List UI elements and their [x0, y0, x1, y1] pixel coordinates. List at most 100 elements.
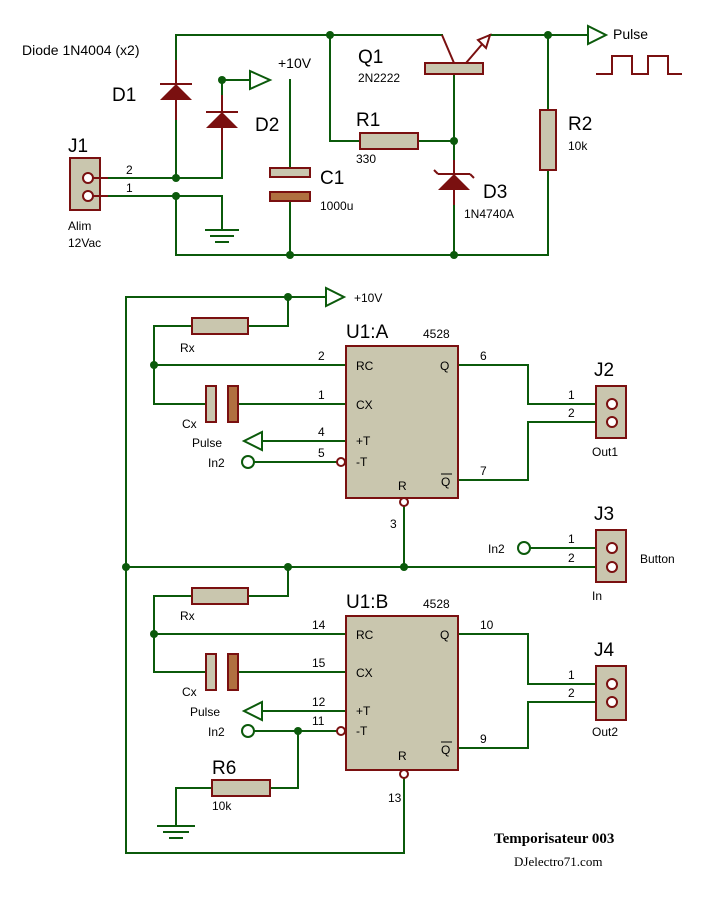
pulse-label: Pulse: [613, 26, 648, 42]
r2-label: R2: [568, 114, 592, 135]
capacitor-cx-b: [205, 653, 239, 691]
c1-label: C1: [320, 168, 344, 189]
cx-b-label: Cx: [182, 685, 197, 699]
capacitor-cx-a: [205, 385, 239, 423]
inverting-bubble-icon: [336, 726, 346, 736]
resistor-r2: [539, 109, 557, 171]
reset-bubble-icon: [399, 769, 409, 779]
r1-value: 330: [356, 152, 376, 166]
j3-sub: In: [592, 589, 602, 603]
ground-icon: [205, 229, 239, 243]
d2-label: D2: [255, 115, 279, 136]
pin-tp-a: +T: [356, 434, 371, 448]
j1-pin1: 1: [126, 181, 133, 195]
power-arrow-icon: [249, 69, 273, 91]
pin-num-4: 4: [318, 425, 325, 439]
r6-label: R6: [212, 758, 236, 779]
pin-qbar-b: Q: [441, 743, 450, 757]
chip-b-part: 4528: [423, 597, 450, 611]
j3-pin2: 2: [568, 551, 575, 565]
r6-value: 10k: [212, 799, 232, 813]
q1-label: Q1: [358, 47, 383, 68]
site-credit: DJelectro71.com: [514, 854, 602, 869]
pin-num-13: 13: [388, 791, 402, 805]
pin-num-10: 10: [480, 618, 494, 632]
pin-num-7: 7: [480, 464, 487, 478]
pin-num-14: 14: [312, 618, 326, 632]
pin-num-9: 9: [480, 732, 487, 746]
resistor-r6: [211, 779, 271, 797]
diode-d2: [206, 95, 238, 150]
in2-a-label: In2: [208, 456, 225, 470]
pin-num-11: 11: [312, 714, 325, 728]
j3-label: J3: [594, 504, 614, 525]
pin-num-1: 1: [318, 388, 325, 402]
ground-icon: [157, 825, 195, 839]
j1-sub2: 12Vac: [68, 236, 101, 250]
pin-num-3: 3: [390, 517, 397, 531]
pin-q-a: Q: [440, 359, 449, 373]
r2-value: 10k: [568, 139, 588, 153]
d1-label: D1: [112, 85, 136, 106]
j1-pin2: 2: [126, 163, 133, 177]
pin-num-5: 5: [318, 446, 325, 460]
pin-qbar-a: Q: [441, 475, 450, 489]
ic-u1a: [345, 345, 459, 499]
pin-cx-b: CX: [356, 666, 373, 680]
pin-num-2: 2: [318, 349, 325, 363]
d3-part: 1N4740A: [464, 207, 514, 221]
connector-j2: [595, 385, 627, 439]
zener-diode-d3: [433, 160, 475, 205]
j4-sub: Out2: [592, 725, 618, 739]
vplus-label-a: +10V: [354, 291, 382, 305]
pulse-waveform-icon: [596, 55, 682, 75]
rx-b-label: Rx: [180, 609, 195, 623]
j2-pin1: 1: [568, 388, 575, 402]
reset-bubble-icon: [399, 497, 409, 507]
pin-rc-a: RC: [356, 359, 374, 373]
pin-num-6: 6: [480, 349, 487, 363]
q1-part: 2N2222: [358, 71, 400, 85]
resistor-r1: [359, 132, 419, 150]
c1-value: 1000u: [320, 199, 353, 213]
ic-u1b: [345, 615, 459, 771]
in2-terminal-icon: [241, 724, 255, 738]
pin-tm-a: -T: [356, 455, 368, 469]
pin-tm-b: -T: [356, 724, 368, 738]
inverting-bubble-icon: [336, 457, 346, 467]
chip-a-part: 4528: [423, 327, 450, 341]
capacitor-c1: [269, 167, 311, 202]
j4-label: J4: [594, 640, 615, 661]
pin-rc-b: RC: [356, 628, 374, 642]
pin-num-15: 15: [312, 656, 326, 670]
j4-pin2: 2: [568, 686, 575, 700]
pulse-input-arrow-icon: [241, 700, 263, 722]
pin-q-b: Q: [440, 628, 449, 642]
in2-b-label: In2: [208, 725, 225, 739]
stage-b-section: U1:B 4528 Rx Cx RC CX +T -T Q Q R 14 15 …: [150, 563, 627, 854]
button-label: Button: [640, 552, 675, 566]
connector-j1: [69, 157, 108, 211]
j2-pin2: 2: [568, 406, 575, 420]
connector-j4: [595, 665, 627, 721]
in2-terminal-icon: [517, 541, 531, 555]
diode-d1: [160, 60, 192, 120]
d3-label: D3: [483, 182, 507, 203]
vplus-label: +10V: [278, 55, 312, 71]
resistor-rx-b: [191, 587, 249, 605]
pulse-output-arrow-icon: [587, 24, 609, 46]
pin-r-a: R: [398, 479, 407, 493]
resistor-rx-a: [191, 317, 249, 335]
r1-label: R1: [356, 110, 380, 131]
in2-terminal-icon: [241, 455, 255, 469]
pulse-input-arrow-icon: [241, 430, 263, 452]
chip-b-label: U1:B: [346, 592, 388, 613]
j2-sub: Out1: [592, 445, 618, 459]
j1-label: J1: [68, 136, 88, 157]
pulse-a-label: Pulse: [192, 436, 222, 450]
pin-r-b: R: [398, 749, 407, 763]
pulse-b-label: Pulse: [190, 705, 220, 719]
rx-a-label: Rx: [180, 341, 195, 355]
j1-sub1: Alim: [68, 219, 91, 233]
